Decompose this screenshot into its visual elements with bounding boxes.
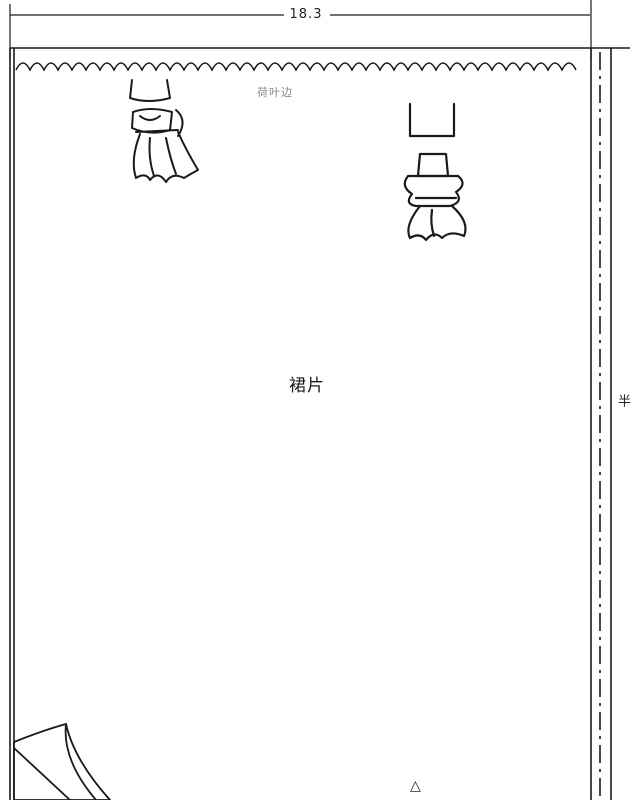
skirt-piece-label: 裙片 <box>289 376 325 396</box>
pattern-outline <box>9 47 630 800</box>
ruffled-garment-icon <box>403 102 467 242</box>
page-curl-icon <box>13 722 112 800</box>
notch-marker: △ <box>410 778 421 794</box>
ruffled-garment-icon <box>129 79 199 183</box>
ruffle-label: 荷叶边 <box>257 86 293 99</box>
side-fold-label: 半 <box>615 394 630 407</box>
width-dimension-line <box>9 0 592 60</box>
ruffle-edge <box>15 62 577 72</box>
width-dimension-label: 18.3 <box>284 6 328 24</box>
